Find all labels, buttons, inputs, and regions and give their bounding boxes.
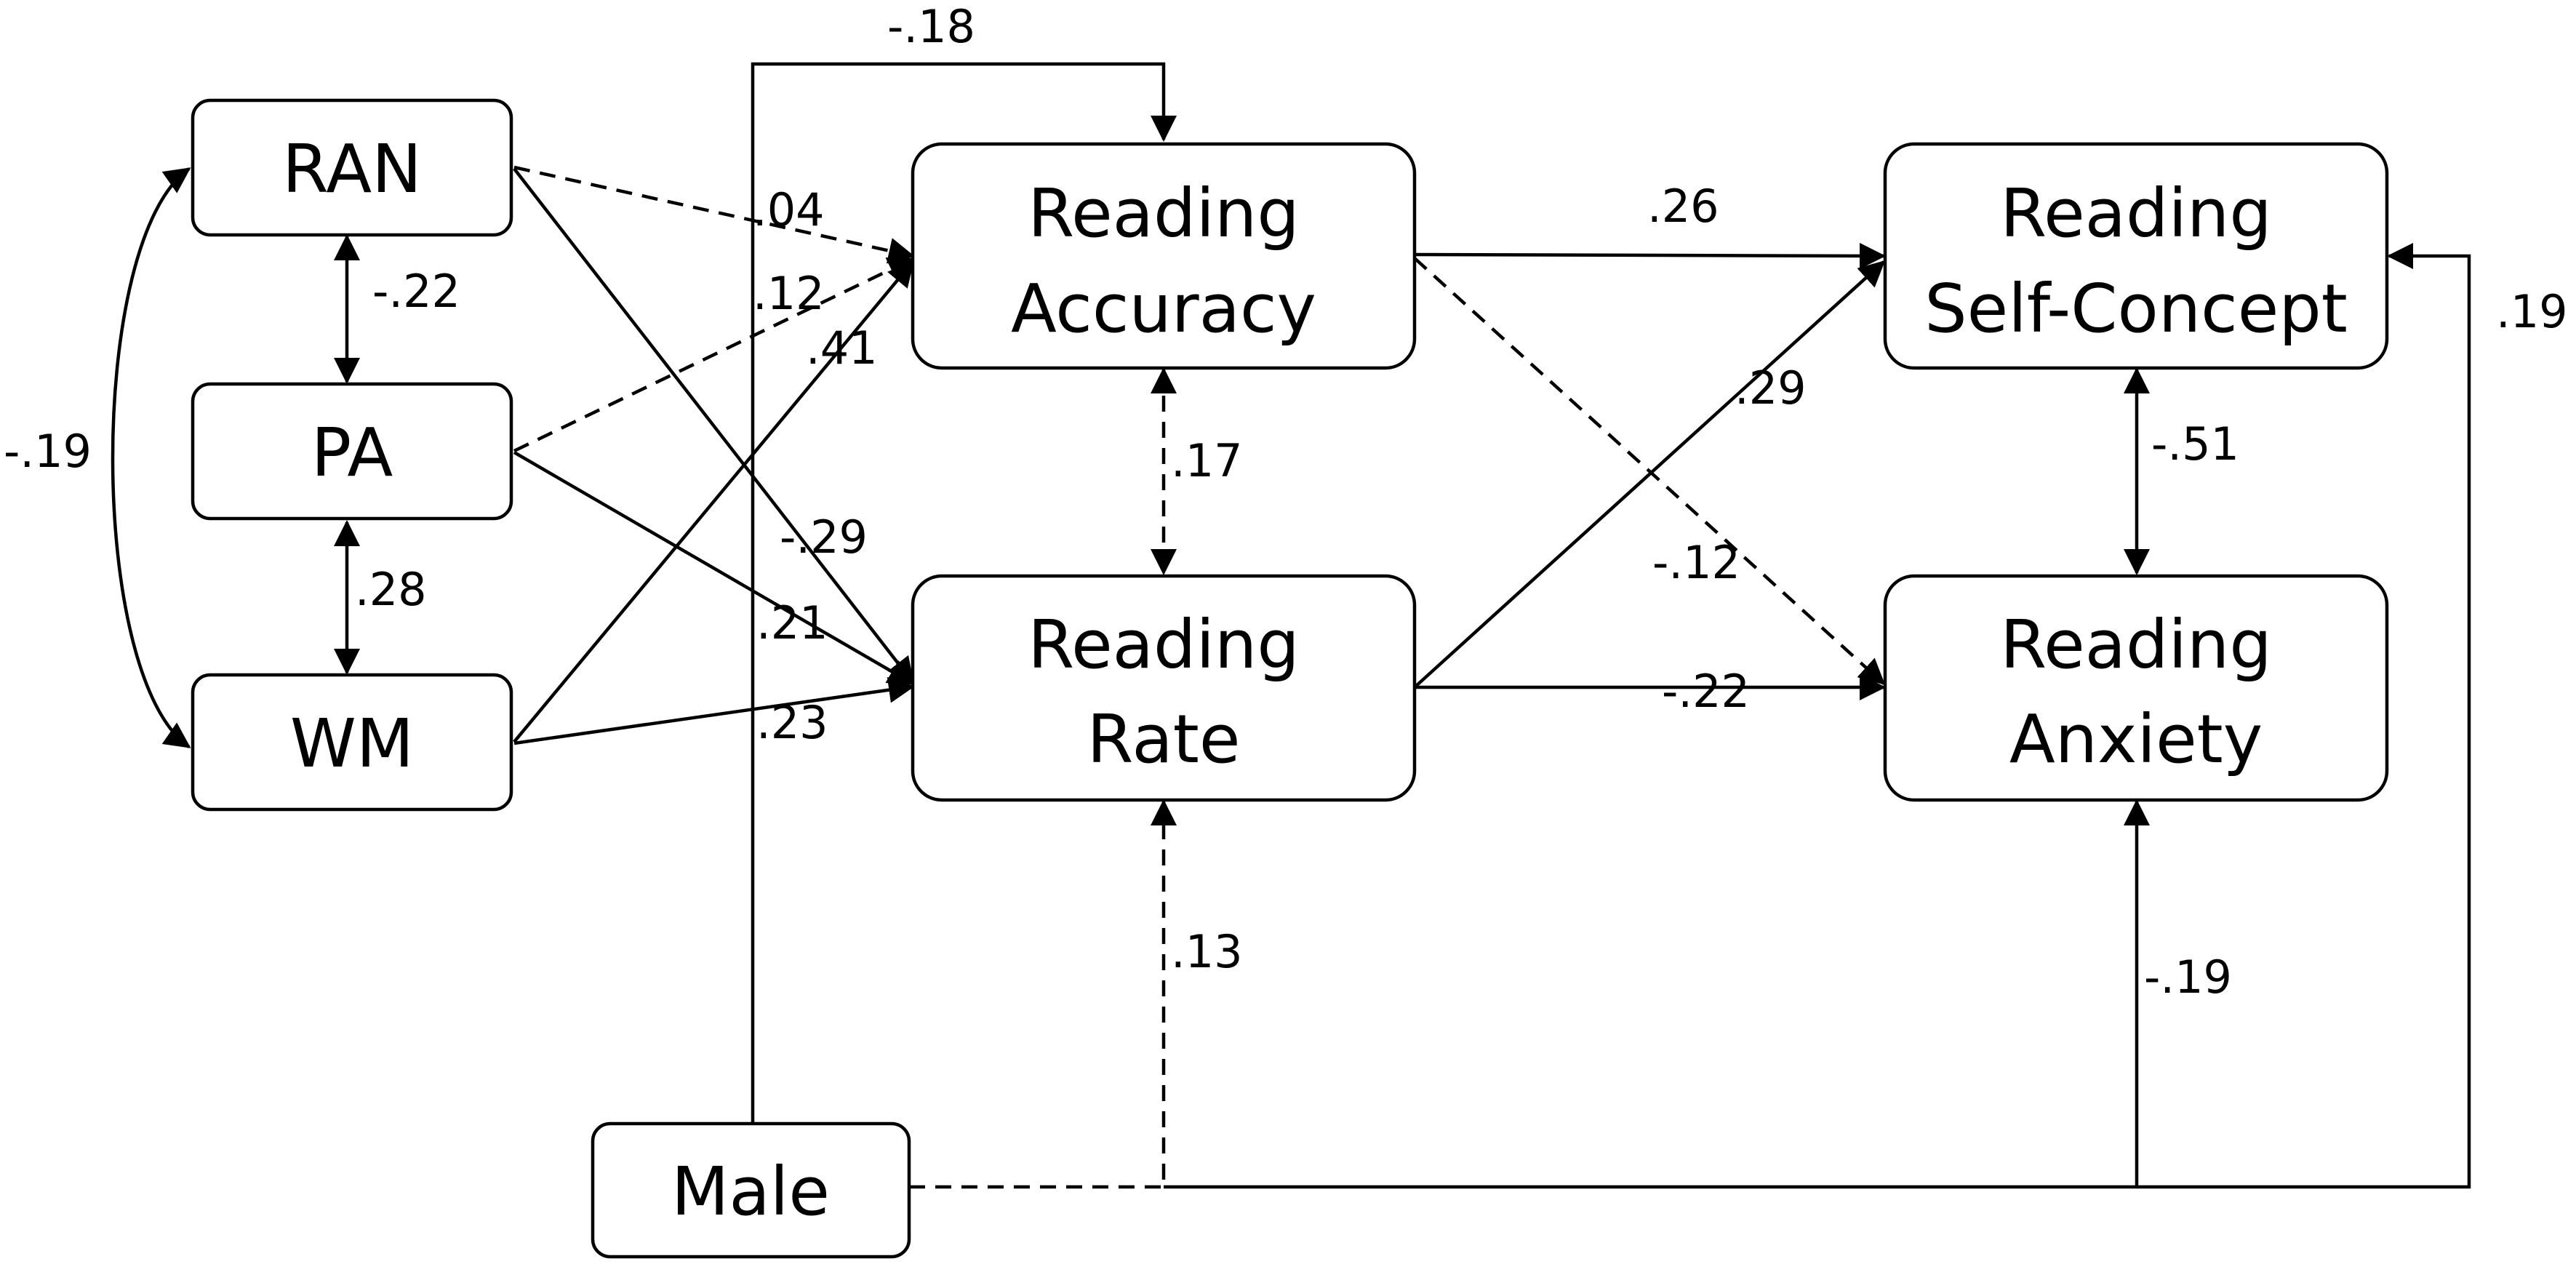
node-reading-anxiety-line1: Reading [2000, 606, 2271, 684]
path-wm-accuracy [513, 260, 914, 743]
coef-ran-wm: -.19 [4, 425, 92, 478]
coef-wm-rate: .23 [756, 696, 828, 749]
coef-pa-accuracy: .12 [753, 267, 825, 320]
coef-ran-pa: -.22 [372, 265, 460, 318]
node-reading-self-concept-line1: Reading [2000, 175, 2271, 252]
coef-male-anxiety: -.19 [2144, 951, 2232, 1004]
node-reading-accuracy: Reading Accuracy [911, 142, 1417, 370]
path-pa-rate [513, 451, 915, 685]
coef-accuracy-selfconcept: .26 [1647, 180, 1719, 233]
node-male-label: Male [671, 1153, 830, 1231]
node-reading-rate-line2: Rate [1087, 700, 1241, 778]
node-pa: PA [191, 382, 513, 521]
node-pa-label: PA [311, 414, 393, 492]
node-reading-anxiety: Reading Anxiety [1883, 574, 2389, 802]
node-reading-accuracy-line2: Accuracy [1011, 270, 1316, 348]
coef-rate-anxiety: -.22 [1662, 665, 1750, 718]
coef-ran-rate: -.29 [780, 511, 868, 564]
path-wm-rate [513, 676, 915, 745]
path-male-rate [909, 799, 1177, 1189]
node-male: Male [591, 1121, 911, 1259]
path-accuracy-selfconcept [1414, 242, 1886, 269]
node-reading-accuracy-line1: Reading [1028, 175, 1299, 252]
coef-accuracy-rate: .17 [1171, 434, 1243, 487]
paths [111, 62, 2471, 1189]
coef-male-accuracy: -.18 [887, 0, 975, 53]
coef-ran-accuracy: .04 [753, 183, 825, 236]
node-reading-anxiety-line2: Anxiety [2009, 700, 2263, 778]
path-accuracy-anxiety [1413, 257, 1886, 686]
node-ran-label: RAN [282, 130, 422, 208]
coef-accuracy-anxiety: -.12 [1652, 536, 1740, 589]
node-reading-self-concept-line2: Self-Concept [1924, 270, 2348, 348]
node-wm: WM [191, 673, 513, 812]
coef-male-rate: .13 [1171, 925, 1243, 978]
coef-male-selfconcept: .19 [2496, 285, 2568, 338]
coefficient-labels: -.18 .04 .12 .41 -.22 .28 -.19 -.29 .21 … [4, 0, 2568, 1004]
node-reading-rate-line1: Reading [1028, 606, 1299, 684]
path-pa-accuracy [513, 257, 915, 453]
path-ran-wm [111, 167, 191, 748]
path-rate-selfconcept [1413, 260, 1886, 689]
coef-pa-wm: .28 [355, 563, 427, 616]
path-ran-rate [513, 167, 914, 684]
path-male-accuracy [751, 62, 1177, 1124]
path-male-selfconcept [2137, 243, 2471, 1189]
node-ran: RAN [191, 98, 513, 237]
node-wm-label: WM [290, 705, 414, 783]
coef-wm-accuracy: .41 [806, 321, 878, 375]
path-male-anxiety [1164, 799, 2150, 1189]
node-reading-rate: Reading Rate [911, 574, 1417, 802]
coef-selfconcept-anxiety: -.51 [2151, 417, 2239, 471]
coef-pa-rate: .21 [756, 596, 828, 649]
coef-rate-selfconcept: .29 [1735, 361, 1807, 415]
path-ran-accuracy [513, 165, 915, 264]
node-reading-self-concept: Reading Self-Concept [1883, 142, 2389, 370]
